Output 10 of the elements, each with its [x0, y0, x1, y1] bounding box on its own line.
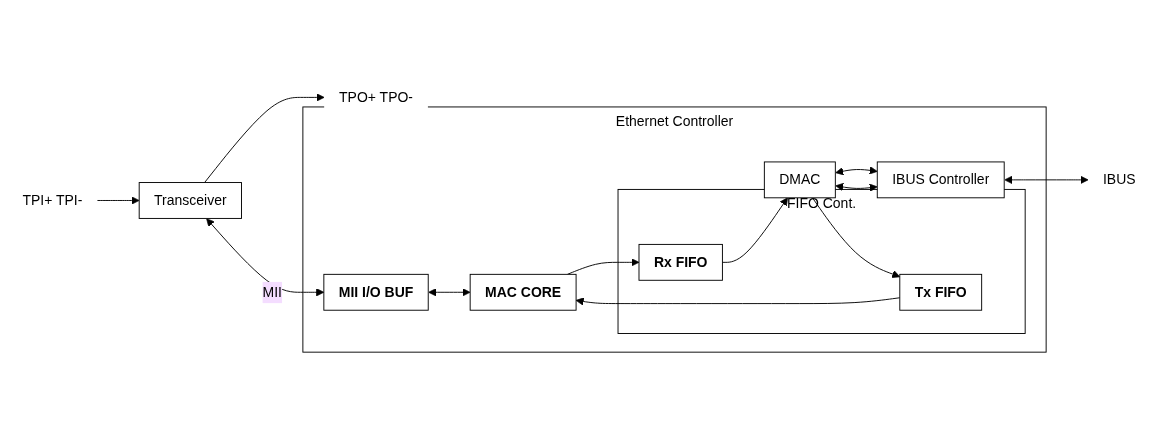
- node-box: Rx FIFO: [638, 244, 723, 281]
- node-box: MII I/O BUF: [323, 274, 429, 311]
- node-box: Tx FIFO: [899, 274, 983, 311]
- node-text: TPI+ TPI-: [22, 192, 83, 208]
- node-box: IBUS Controller: [876, 161, 1005, 199]
- node-text: IBUS: [1102, 171, 1136, 188]
- edge-label: MII: [262, 283, 282, 300]
- node-box: Transceiver: [138, 182, 242, 220]
- node-box: DMAC: [763, 161, 836, 199]
- node-box: MAC CORE: [469, 274, 577, 311]
